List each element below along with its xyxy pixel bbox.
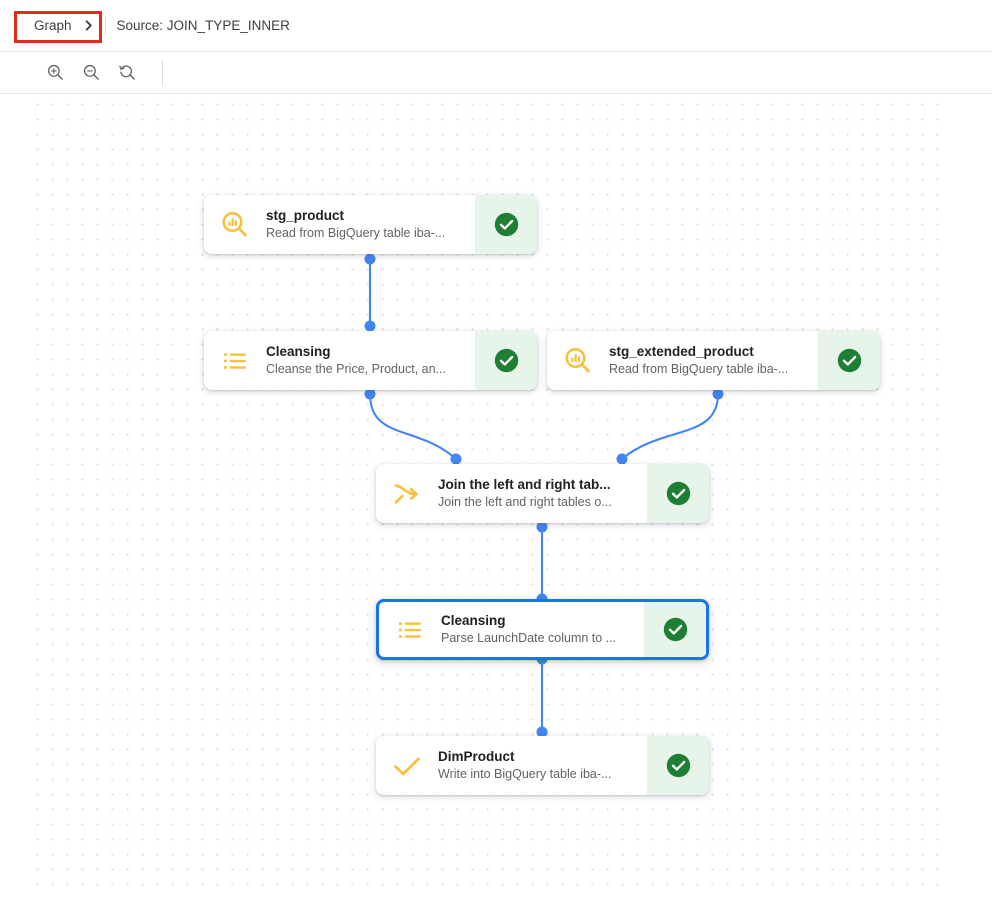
graph-node-dim-product[interactable]: DimProduct Write into BigQuery table iba… <box>376 736 709 795</box>
node-icon-wrapper <box>376 464 438 523</box>
node-title: DimProduct <box>438 749 515 764</box>
node-text-wrapper: stg_product Read from BigQuery table iba… <box>266 195 475 254</box>
node-title: stg_extended_product <box>609 344 754 359</box>
breadcrumb-source-label: Source: JOIN_TYPE_INNER <box>116 18 290 33</box>
node-description: Read from BigQuery table iba-... <box>266 226 446 240</box>
node-description: Read from BigQuery table iba-... <box>609 362 789 376</box>
check-circle-icon <box>666 481 690 506</box>
node-title: stg_product <box>266 208 345 223</box>
port-join-in-left[interactable] <box>450 453 462 465</box>
chevron-right-icon <box>85 20 92 31</box>
node-description: Join the left and right tables o... <box>438 495 612 509</box>
list-icon <box>399 621 421 638</box>
node-text-wrapper: DimProduct Write into BigQuery table iba… <box>438 736 647 795</box>
node-icon-wrapper <box>204 331 266 390</box>
node-title: Cleansing <box>266 344 331 359</box>
node-icon-wrapper <box>379 602 441 657</box>
data-query-icon <box>222 211 247 236</box>
node-description: Cleanse the Price, Product, an... <box>266 362 446 376</box>
check-circle-icon <box>494 212 518 237</box>
data-query-icon <box>565 347 590 372</box>
zoom-in-icon <box>47 64 63 80</box>
graph-toolbar <box>0 52 992 94</box>
zoom-out-icon <box>83 64 99 80</box>
graph-node-stg-product[interactable]: stg_product Read from BigQuery table iba… <box>204 195 537 254</box>
port-join-in-right[interactable] <box>616 453 628 465</box>
check-circle-icon <box>663 617 687 642</box>
port-stg-product-out[interactable] <box>364 253 376 265</box>
toolbar-divider <box>162 59 163 86</box>
node-status-badge <box>475 331 537 390</box>
graph-node-stg-extended-product[interactable]: stg_extended_product Read from BigQuery … <box>547 331 880 390</box>
node-status-badge <box>647 736 709 795</box>
node-status-badge <box>818 331 880 390</box>
check-circle-icon <box>666 753 690 778</box>
port-cleansing-in[interactable] <box>364 320 376 332</box>
breadcrumb-divider <box>104 16 106 35</box>
node-text-wrapper: stg_extended_product Read from BigQuery … <box>609 331 818 390</box>
node-title: Join the left and right tab... <box>438 477 611 492</box>
breadcrumb-graph-link[interactable]: Graph <box>22 12 105 39</box>
node-description: Parse LaunchDate column to ... <box>441 631 617 645</box>
check-circle-icon <box>494 348 518 373</box>
node-description: Write into BigQuery table iba-... <box>438 767 612 781</box>
node-status-badge <box>475 195 537 254</box>
breadcrumb-graph-label: Graph <box>34 18 72 33</box>
node-icon-wrapper <box>547 331 609 390</box>
graph-node-cleansing-2[interactable]: Cleansing Parse LaunchDate column to ... <box>376 599 709 660</box>
node-icon-wrapper <box>204 195 266 254</box>
breadcrumb-bar: Graph Source: JOIN_TYPE_INNER <box>0 0 992 52</box>
graph-node-cleansing-1[interactable]: Cleansing Cleanse the Price, Product, an… <box>204 331 537 390</box>
join-merge-icon <box>394 483 418 504</box>
checkmark-icon <box>394 756 420 775</box>
edge-stg-extended-to-join <box>621 393 720 460</box>
port-stg-extended-out[interactable] <box>712 388 724 400</box>
check-circle-icon <box>837 348 861 373</box>
zoom-reset-button[interactable] <box>112 58 142 88</box>
node-text-wrapper: Cleansing Parse LaunchDate column to ... <box>441 602 644 657</box>
zoom-out-button[interactable] <box>76 58 106 88</box>
node-status-badge <box>644 602 706 657</box>
list-icon <box>224 352 246 369</box>
graph-canvas[interactable]: stg_product Read from BigQuery table iba… <box>28 95 948 893</box>
node-text-wrapper: Cleansing Cleanse the Price, Product, an… <box>266 331 475 390</box>
edge-cleansing-to-join <box>368 393 457 460</box>
port-join-out[interactable] <box>536 521 548 533</box>
node-title: Cleansing <box>441 613 506 628</box>
zoom-in-button[interactable] <box>40 58 70 88</box>
port-cleansing-out[interactable] <box>364 388 376 400</box>
node-status-badge <box>647 464 709 523</box>
port-dimproduct-in[interactable] <box>536 726 548 738</box>
graph-node-join[interactable]: Join the left and right tab... Join the … <box>376 464 709 523</box>
node-icon-wrapper <box>376 736 438 795</box>
zoom-reset-icon <box>118 65 135 80</box>
node-text-wrapper: Join the left and right tab... Join the … <box>438 464 647 523</box>
